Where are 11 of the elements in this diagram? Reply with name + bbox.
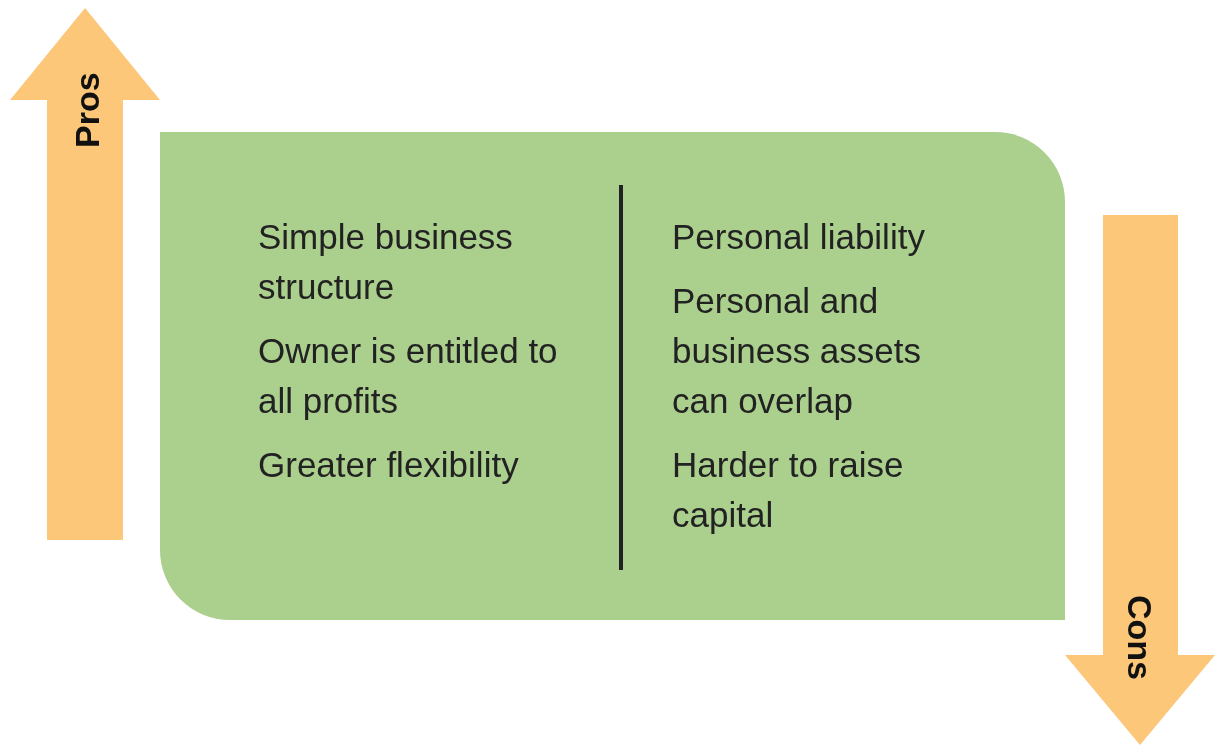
list-item: Greater flexibility (258, 444, 520, 486)
panel (160, 132, 1065, 620)
up-arrow (10, 8, 160, 540)
list-item: Simple business structure (258, 216, 514, 308)
list-item: Personal liability (672, 216, 926, 258)
down-arrow (1065, 215, 1215, 745)
arrow-label: Pros (68, 72, 107, 148)
list-item: Harder to raise capital (672, 444, 905, 536)
arrow-label: Cons (1120, 595, 1159, 680)
list-item: Owner is entitled to all profits (258, 330, 559, 422)
list-item: Personal and business assets can overlap (672, 280, 923, 422)
